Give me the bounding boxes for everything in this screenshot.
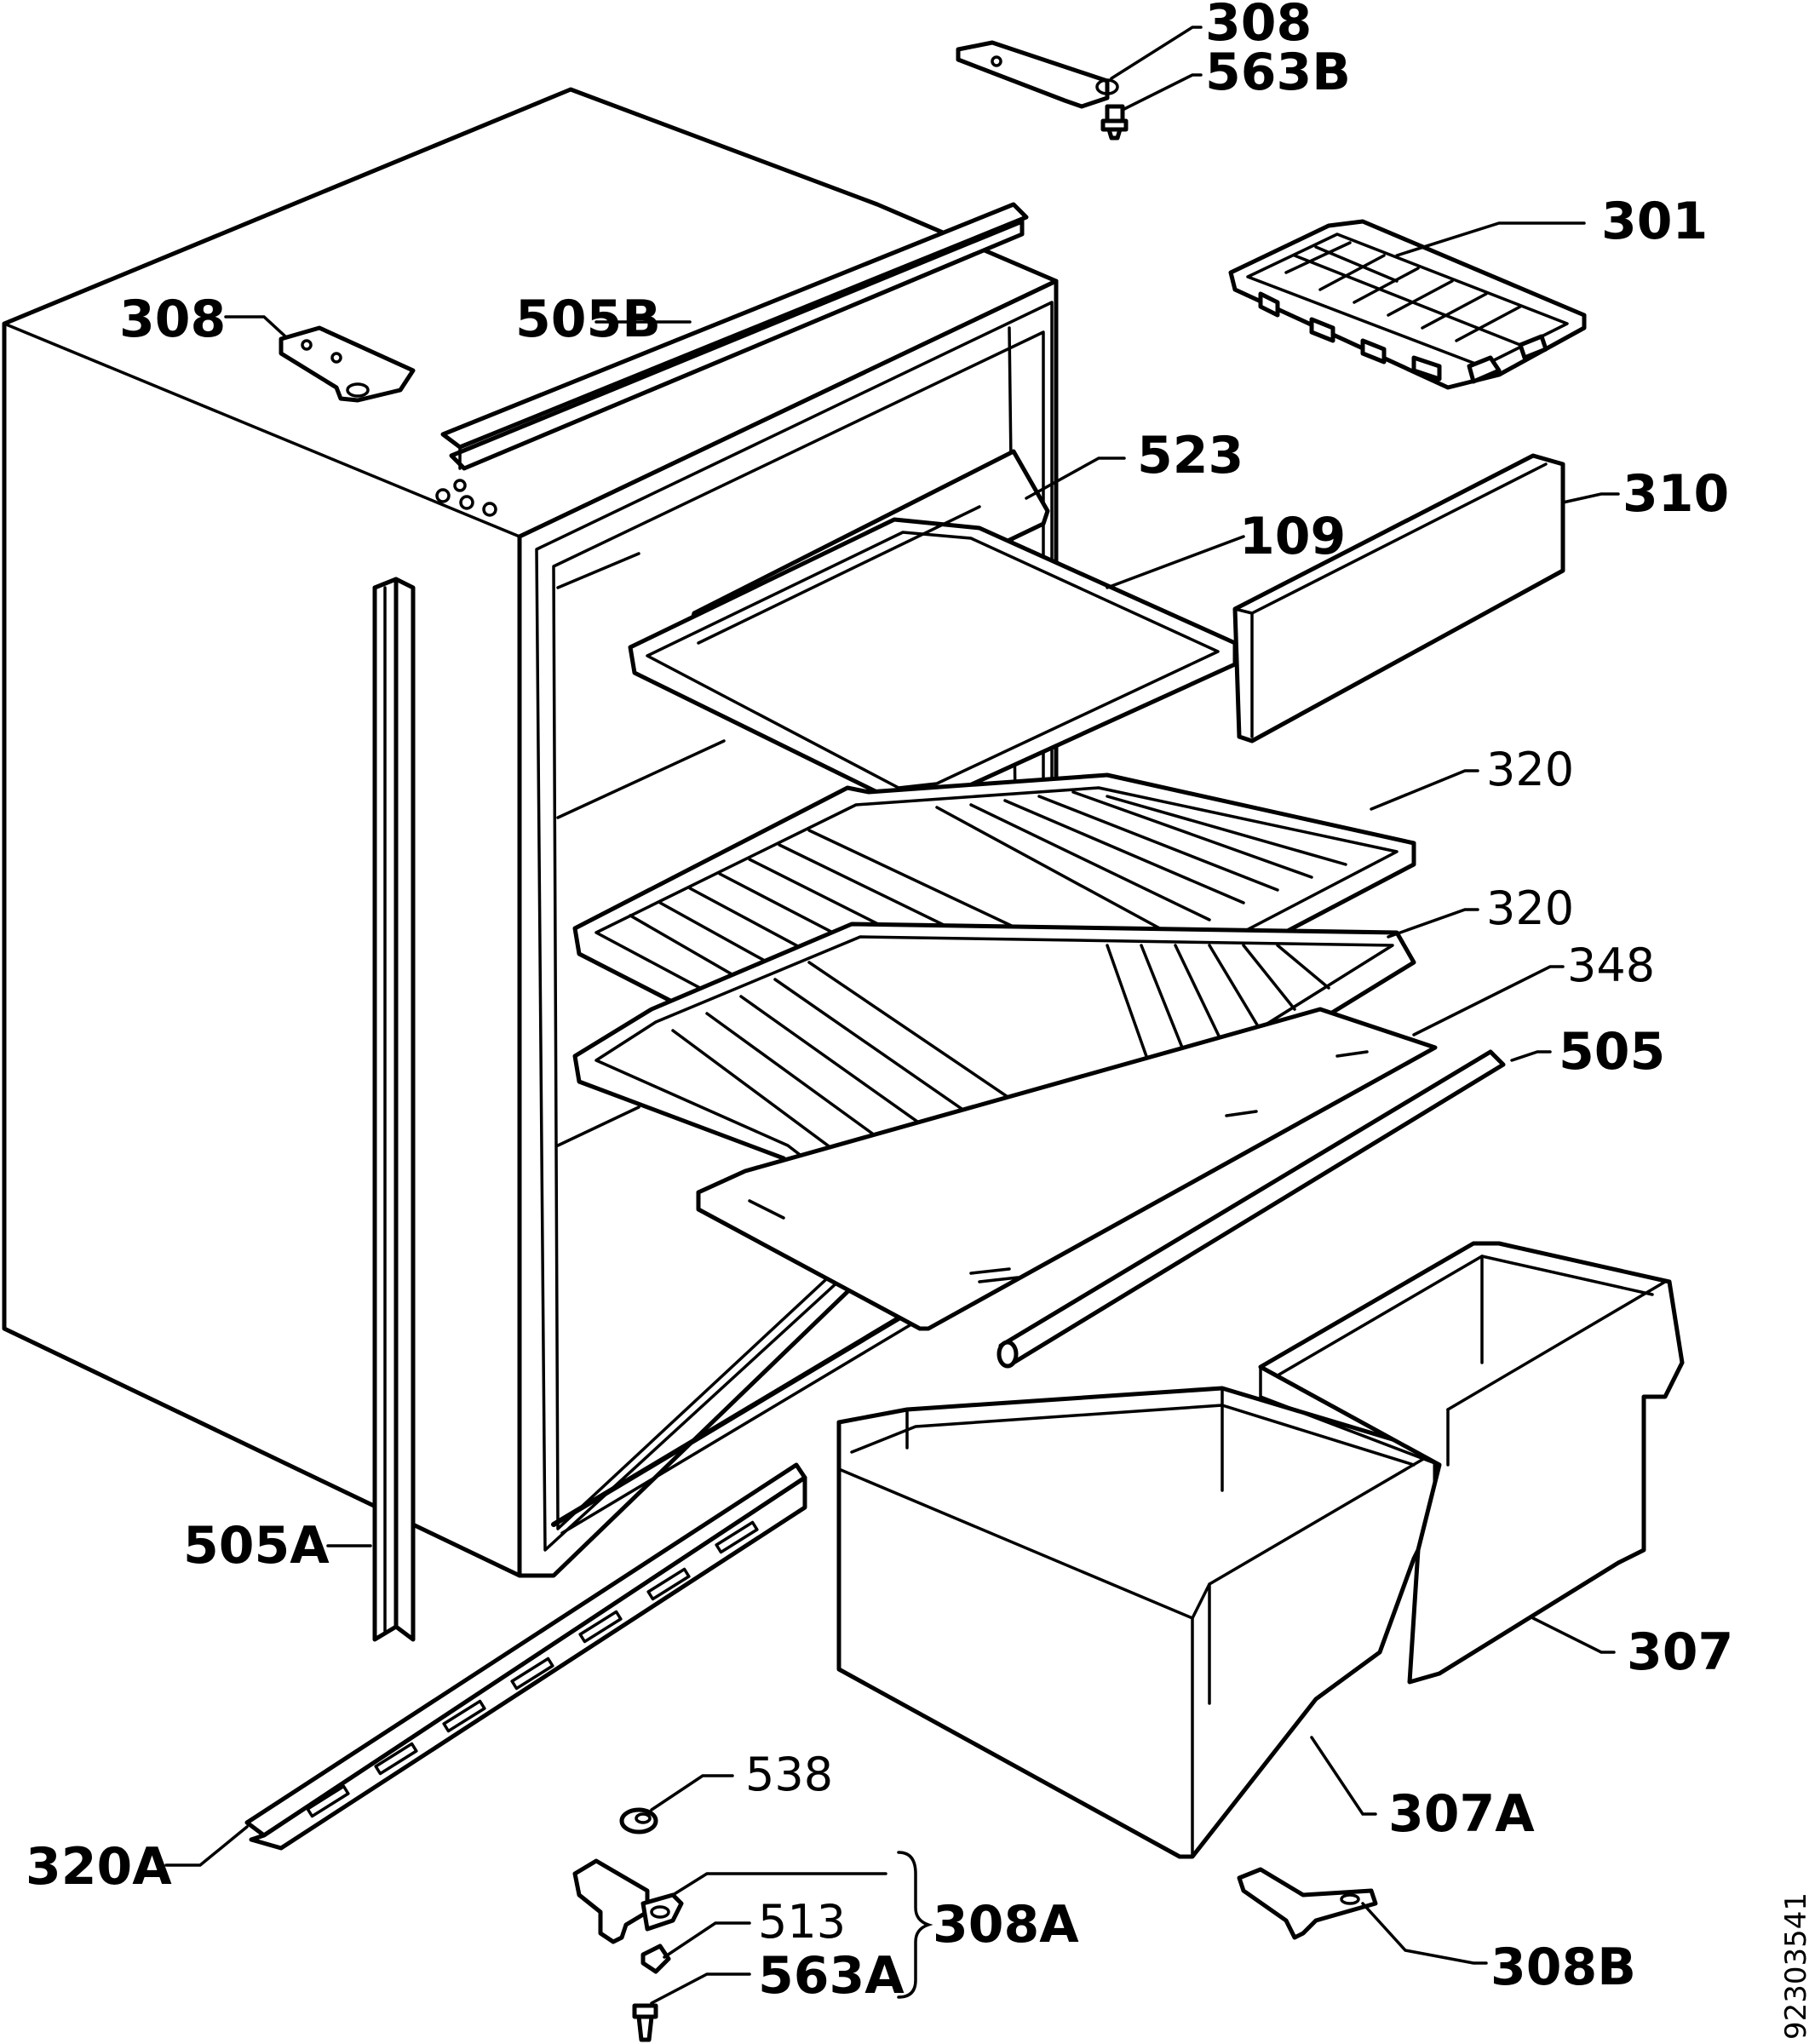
part-320a-toe-strip — [244, 1462, 807, 1851]
part-308b-hinge — [1237, 1867, 1378, 1940]
part-308-hinge-plate-left — [279, 325, 416, 403]
part-348-glass-plate — [696, 1007, 1438, 1331]
label-505: 505 — [1559, 1022, 1665, 1082]
label-348: 348 — [1567, 939, 1655, 992]
part-563a-screw — [632, 2003, 658, 2042]
part-505-seal-strip — [997, 1049, 1506, 1369]
label-563a: 563A — [758, 1946, 905, 2006]
document-number: 92303541 — [1779, 1892, 1813, 2040]
label-307a: 307A — [1388, 1784, 1535, 1844]
part-307-bin — [1258, 1241, 1685, 1685]
label-320-upper: 320 — [1486, 743, 1574, 796]
part-308-hinge-plate-top — [956, 40, 1119, 109]
part-538-cap — [619, 1807, 658, 1834]
label-308a: 308A — [933, 1895, 1079, 1955]
label-310: 310 — [1623, 464, 1729, 524]
part-labels: 308 563B 301 308 505B 523 310 109 320 32… — [26, 0, 1813, 2040]
part-307a-vegetable-bin — [836, 1386, 1438, 1859]
label-109: 109 — [1239, 507, 1346, 566]
part-505b-top-rail — [440, 202, 1029, 471]
part-505a-seal-strip — [372, 577, 416, 1642]
label-320-lower: 320 — [1486, 881, 1574, 935]
label-307: 307 — [1627, 1622, 1733, 1682]
label-301: 301 — [1601, 192, 1708, 251]
label-538: 538 — [745, 1748, 833, 1801]
label-505a: 505A — [183, 1516, 330, 1576]
part-308a-lower-hinge — [572, 1858, 684, 1944]
label-513: 513 — [758, 1895, 846, 1949]
label-320a: 320A — [26, 1837, 172, 1897]
label-308b: 308B — [1490, 1938, 1636, 1997]
part-310-flap — [1232, 453, 1565, 744]
label-308-left: 308 — [119, 290, 226, 349]
label-563b: 563B — [1205, 43, 1351, 102]
part-563b-screw — [1100, 104, 1129, 141]
label-505b: 505B — [515, 290, 661, 349]
part-109-drip-tray — [628, 505, 1238, 803]
leader-lines — [164, 26, 1620, 2005]
part-513-bushing — [640, 1944, 671, 1974]
label-523: 523 — [1137, 426, 1244, 485]
part-301-ice-cube-tray — [1228, 219, 1587, 390]
label-308-top: 308 — [1205, 0, 1312, 53]
